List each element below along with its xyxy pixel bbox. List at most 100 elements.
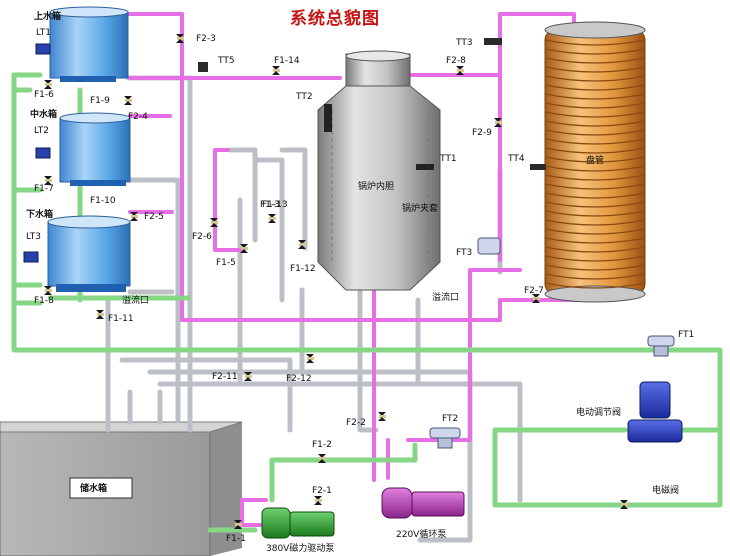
coil-ring: [544, 210, 646, 217]
valve-f2-1-icon: [314, 496, 323, 505]
flow-meter-ft2: [429, 427, 461, 449]
diagram-title: 系统总貌图: [290, 9, 380, 29]
valve-f2-12-icon: [306, 354, 315, 363]
valve-f1-5-label: F1-5: [216, 258, 236, 268]
storage-tank: [0, 421, 243, 556]
ft2-label: FT2: [442, 414, 459, 424]
flow-meter-ft1: [647, 335, 675, 357]
tank-overflow-label: 溢流口: [122, 296, 150, 306]
valve-f1-1-icon: [234, 520, 243, 529]
coil-ring: [544, 219, 646, 226]
bottom-tank: [47, 215, 131, 292]
motor-valve-label: 电动调节阀: [576, 408, 622, 418]
coil-ring: [544, 147, 646, 154]
valve-f1-9-label: F1-9: [90, 96, 110, 106]
valve-f1-8-icon: [44, 286, 53, 295]
circulation-pump: [381, 487, 465, 519]
valve-f2-9-label: F2-9: [472, 128, 492, 138]
circulation-pump-label: 220V循环泵: [396, 530, 447, 540]
valve-f2-12-label: F2-12: [286, 374, 312, 384]
coil-ring: [544, 111, 646, 118]
valve-f1-1-label: F1-1: [226, 534, 246, 544]
valve-f2-1-label: F2-1: [312, 486, 332, 496]
coil-ring: [544, 93, 646, 100]
valve-f2-2-label: F2-2: [346, 418, 366, 428]
valve-f1-7-icon: [44, 176, 53, 185]
tt3-label: TT3: [456, 38, 473, 48]
coil-ring: [544, 129, 646, 136]
valve-f1-11-icon: [96, 310, 105, 319]
coil-ring: [544, 138, 646, 145]
valve-f1-8-label: F1-8: [34, 296, 54, 306]
magnetic-pump: [261, 507, 335, 539]
coil-ring: [544, 156, 646, 163]
coil-ring: [544, 273, 646, 280]
middle-tank: [59, 112, 131, 186]
valve-f2-6-icon: [210, 218, 219, 227]
valve-f1-11-label: F1-11: [108, 314, 134, 324]
ft1-label: FT1: [678, 330, 695, 340]
valve-f2-7-label: F2-7: [524, 286, 544, 296]
coil-ring: [544, 84, 646, 91]
coil-label: 盘管: [586, 156, 605, 166]
tt1-label: TT1: [440, 154, 457, 164]
valve-f2-4-icon: [124, 96, 133, 105]
valve-f1-12-label: F1-12: [290, 264, 316, 274]
valve-f1-7-label: F1-7: [34, 184, 54, 194]
coil-ring: [544, 165, 646, 172]
coil-ring: [544, 66, 646, 73]
valve-f1-13-label: F1-13: [262, 200, 288, 210]
flow-meter-ft3: [477, 237, 501, 255]
valve-f1-14-icon: [272, 66, 281, 75]
coil-ring: [544, 174, 646, 181]
solenoid-valve-label: 电磁阀: [652, 486, 680, 496]
boiler-jacket-label: 锅炉夹套: [402, 204, 439, 214]
valve-f2-11-icon: [244, 372, 253, 381]
sensor-blocks: [198, 38, 546, 170]
coil-ring: [544, 183, 646, 190]
coil-ring: [544, 75, 646, 82]
top-tank: [49, 6, 129, 82]
ft3-label: FT3: [456, 248, 473, 258]
coil-ring: [544, 264, 646, 271]
coil-ring: [544, 102, 646, 109]
boiler-overflow-label: 溢流口: [432, 293, 460, 303]
valve-f1-12-icon: [298, 240, 307, 249]
coil-ring: [544, 246, 646, 253]
valve-f1-6-icon: [44, 80, 53, 89]
valve-f1-13-icon: [268, 214, 277, 223]
level-transmitter-icons: [23, 43, 51, 263]
coil-ring: [544, 120, 646, 127]
motor-valve: [627, 381, 683, 443]
bottom-tank-label: 下水箱: [26, 210, 54, 220]
valve-f2-8-label: F2-8: [446, 56, 466, 66]
middle-tank-label: 中水箱: [30, 110, 58, 120]
coil-ring: [544, 57, 646, 64]
lt3-label: LT3: [26, 232, 41, 242]
valve-f2-11-label: F2-11: [212, 372, 238, 382]
valve-f1-2-label: F1-2: [312, 440, 332, 450]
coil-ring: [544, 201, 646, 208]
valve-f2-6-label: F2-6: [192, 232, 212, 242]
coil-ring: [544, 255, 646, 262]
valve-f1-2-icon: [318, 454, 327, 463]
top-tank-label: 上水箱: [34, 12, 62, 22]
valve-f2-5-label: F2-5: [144, 212, 164, 222]
tt4-label: TT4: [508, 154, 525, 164]
coil-ring: [544, 39, 646, 46]
valve-f2-2-icon: [378, 412, 387, 421]
storage-tank-label: 储水箱: [80, 484, 108, 494]
coil-ring: [544, 228, 646, 235]
lt2-label: LT2: [34, 126, 49, 136]
lt1-label: LT1: [36, 28, 51, 38]
valve-f2-7-icon: [532, 294, 541, 303]
valve-f2-5-icon: [130, 212, 139, 221]
coil-ring: [544, 282, 646, 289]
valve-f2-3-label: F2-3: [196, 34, 216, 44]
valve-f1-6-label: F1-6: [34, 90, 54, 100]
magnetic-pump-label: 380V磁力驱动泵: [266, 544, 335, 554]
valve-f2-4-label: F2-4: [128, 112, 148, 122]
valve-f2-9-icon: [494, 118, 503, 127]
solenoid-valve-icon: [620, 500, 629, 509]
